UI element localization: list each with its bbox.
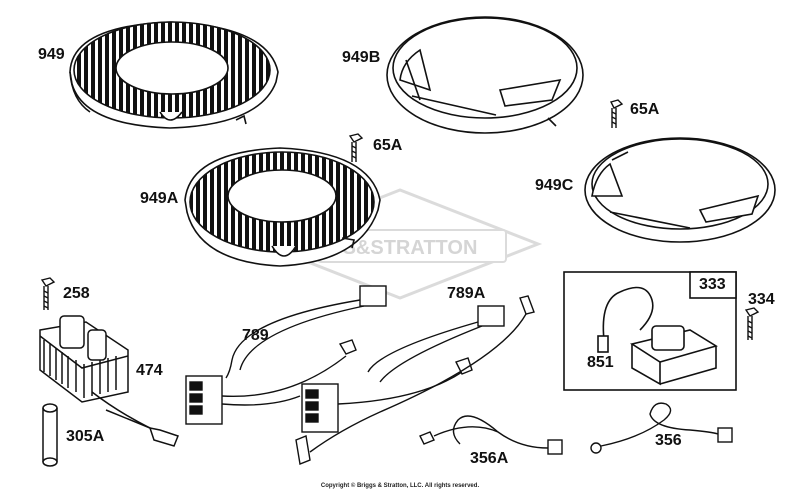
screw-65a-top [609, 99, 624, 128]
label-258: 258 [63, 285, 90, 302]
lead-305a [105, 409, 179, 447]
wire-356 [590, 402, 733, 454]
watermark-logo: S&STRATTON [257, 188, 543, 300]
inset-box-333 [563, 271, 737, 391]
harness-789a [295, 295, 535, 465]
screw-258 [40, 277, 56, 310]
armature-474 [39, 315, 151, 429]
label-949: 949 [38, 46, 65, 63]
spacer-305a [42, 403, 58, 467]
blower-housing-949 [69, 21, 279, 129]
label-789a: 789A [447, 285, 486, 302]
label-949a: 949A [140, 190, 179, 207]
wire-356a [419, 415, 563, 455]
harness-789 [185, 285, 387, 425]
label-356: 356 [655, 432, 682, 449]
label-949b: 949B [342, 49, 381, 66]
label-474: 474 [136, 362, 163, 379]
label-356a: 356A [470, 450, 509, 467]
label-65a-mid: 65A [373, 137, 403, 154]
ring-949c [584, 137, 776, 243]
label-789: 789 [242, 327, 269, 344]
screw-65a-mid [348, 133, 364, 162]
copyright-notice: Copyright © Briggs & Stratton, LLC. All … [320, 483, 480, 489]
label-333: 333 [699, 276, 726, 293]
label-949c: 949C [535, 177, 574, 194]
label-65a-top: 65A [630, 101, 660, 118]
blower-housing-949a [184, 147, 381, 267]
watermark-text: S&STRATTON [343, 237, 478, 259]
screw-334 [744, 307, 760, 340]
label-851: 851 [587, 354, 614, 371]
label-334: 334 [748, 291, 775, 308]
ring-949b [386, 16, 584, 134]
label-305a: 305A [66, 428, 105, 445]
